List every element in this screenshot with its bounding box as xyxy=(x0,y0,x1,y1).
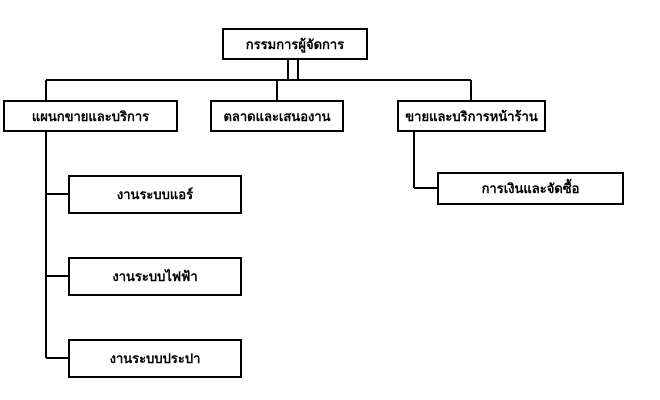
node-electrical-system: งานระบบไฟฟ้า xyxy=(68,257,242,296)
node-air-system: งานระบบแอร์ xyxy=(68,175,242,214)
node-label: แผนกขายและบริการ xyxy=(31,109,150,125)
node-finance-purchasing: การเงินและจัดซื้อ xyxy=(437,172,624,205)
node-storefront-sales: ขายและบริการหน้าร้าน xyxy=(397,100,546,132)
node-label: งานระบบไฟฟ้า xyxy=(112,270,198,285)
node-marketing-proposal: ตลาดและเสนองาน xyxy=(210,100,344,132)
node-sales-service-dept: แผนกขายและบริการ xyxy=(3,100,178,132)
node-label: ขายและบริการหน้าร้าน xyxy=(405,109,538,125)
node-label: กรรมการผู้จัดการ xyxy=(245,37,345,53)
node-label: การเงินและจัดซื้อ xyxy=(481,182,580,197)
node-label: งานระบบประปา xyxy=(109,352,201,367)
node-plumbing-system: งานระบบประปา xyxy=(68,339,242,378)
node-managing-director: กรรมการผู้จัดการ xyxy=(222,28,368,60)
node-label: งานระบบแอร์ xyxy=(116,188,194,203)
node-label: ตลาดและเสนองาน xyxy=(223,109,331,125)
